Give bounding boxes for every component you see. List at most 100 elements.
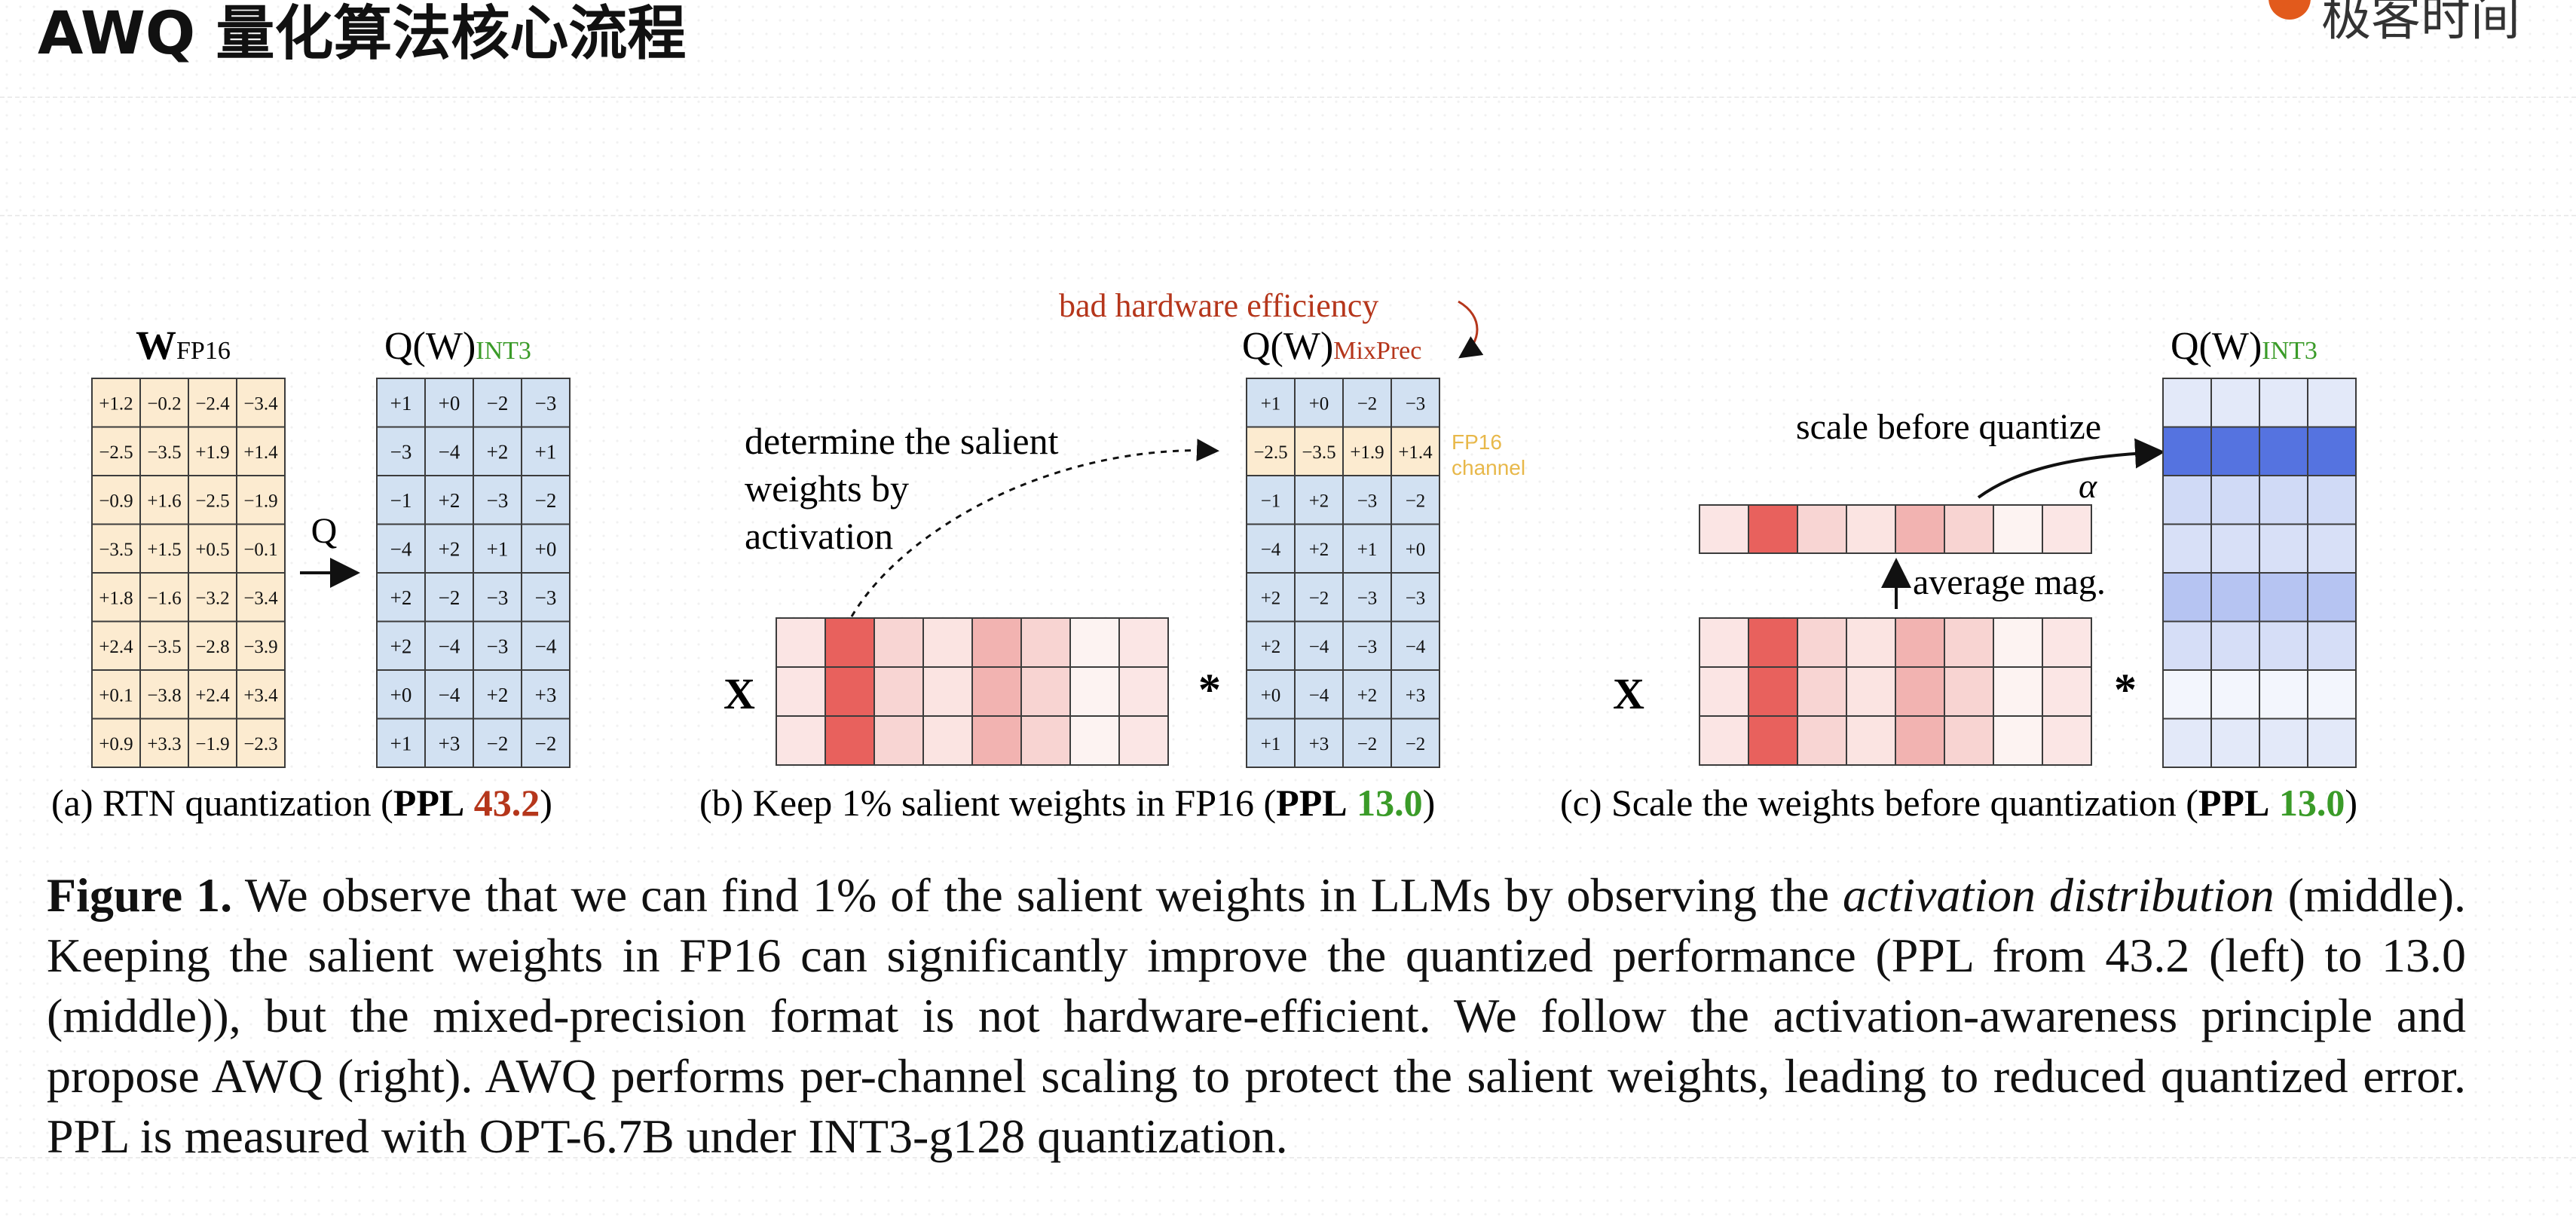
q-mixprec-value: −2 [1406,491,1426,511]
q-mixprec-value: −3 [1357,491,1378,511]
background-line [0,96,2576,98]
activation-c-cell [1993,617,2043,668]
scaled-weight-cell [2162,718,2212,768]
q-mixprec-value: +3 [1406,685,1426,705]
activation-b-cell [1020,666,1071,717]
w-fp16-value: +1.9 [195,442,229,463]
q-mixprec-value: +0 [1261,685,1281,705]
scaled-weight-cell [2307,475,2357,525]
w-fp16-value: −2.4 [195,393,230,414]
x-label-b: X [724,669,755,718]
q-mixprec-cell [1342,378,1392,428]
scaled-weight-cell [2210,620,2260,671]
activation-b-cell [776,666,826,717]
q-int3-value: −3 [390,440,412,463]
q-mixprec-value: −3 [1357,588,1378,608]
fp16-channel-label-line2: channel [1452,456,1525,479]
scaled-weight-cell [2210,523,2260,574]
logo: 极客时间 [2269,0,2520,47]
avg-mag-cell [1895,504,1945,554]
q-int3-cell [521,620,571,671]
scaled-weight-cell [2307,426,2357,476]
q-int3-value: +3 [439,732,460,754]
q-mixprec-value: +1 [1357,540,1378,560]
scaled-weight-cell [2259,523,2308,574]
avg-mag-cell [1944,504,1994,554]
q-int3-cell [424,475,474,525]
activation-c-cell [1944,666,1994,717]
q-int3-value: +2 [390,586,412,609]
q-mixprec-cell [1246,426,1296,476]
q-mixprec-value: +1 [1261,393,1281,414]
w-fp16-cell [91,718,141,768]
activation-b-cell [1069,617,1120,668]
w-fp16-value: −3.9 [243,637,277,657]
avg-mag-cell [1748,504,1798,554]
activation-c-cell [1846,715,1896,766]
q-mixprec-value: −2 [1309,588,1329,608]
q-int3-cell [376,475,426,525]
q-int3-value: −4 [390,537,412,560]
q-int3-value: −3 [487,586,509,609]
w-fp16-cell [236,718,286,768]
w-fp16-cell [188,426,237,476]
q-int3-value: −2 [535,489,557,512]
figure-text-italic: activation distribution [1843,868,2275,922]
q-mixprec-cell [1246,620,1296,671]
activation-c-cell [1797,715,1847,766]
scaled-weight-cell [2259,378,2308,428]
activation-b-cell [873,715,924,766]
q-int3-value: −4 [535,635,557,657]
q-int3-cell [376,426,426,476]
x-label-c: X [1613,669,1644,718]
q-int3-cell [424,523,474,574]
q-mixprec-cell [1294,572,1344,623]
w-fp16-value: −3.2 [195,588,229,608]
activation-c-cell [1748,666,1798,717]
q-mixprec-cell [1390,620,1440,671]
scaled-weight-cell [2210,669,2260,720]
activation-c-cell [2042,715,2092,766]
scaled-weight-cell [2162,572,2212,623]
figure-label: Figure 1. [47,868,233,922]
salient-label-line3: activation [745,515,893,557]
average-magnitude-row [1699,504,2092,554]
q-int3-value: +2 [487,684,509,706]
w-fp16-label: WFP16 [136,323,231,368]
q-int3-value: +2 [487,440,509,463]
q-mixprec-cell [1246,523,1296,574]
caption-b: (b) Keep 1% salient weights in FP16 (PPL… [699,782,1435,824]
panel-a: WFP16 +1.2−0.2−2.4−3.4−2.5−3.5+1.9+1.4−0… [91,323,571,768]
w-fp16-value: +3.3 [147,734,181,754]
avg-mag-cell [1699,504,1749,554]
avg-mag-cell [1993,504,2043,554]
scaled-weight-cell [2162,426,2212,476]
activation-c-cell [1993,666,2043,717]
w-fp16-value: −1.9 [243,491,277,511]
activation-matrix-c [1699,617,2092,766]
w-fp16-value: −3.8 [147,685,181,705]
scaled-weight-cell [2162,475,2212,525]
q-mixprec-value: −4 [1261,540,1281,560]
w-fp16-value: +2.4 [99,637,133,657]
q-mixprec-value: −2 [1406,734,1426,754]
activation-b-cell [1020,617,1071,668]
scale-arrow-icon [1977,438,2165,499]
w-fp16-value: −3.4 [243,588,278,608]
activation-b-cell [873,617,924,668]
q-mixprec-value: −2 [1357,734,1378,754]
average-mag-label: average mag. [1913,562,2106,602]
q-arrow-label: Q [311,511,338,551]
activation-c-cell [2042,617,2092,668]
activation-b-cell [1069,666,1120,717]
q-int3-value: −4 [439,635,460,657]
q-int3-value: +0 [535,537,557,560]
scaled-weight-cell [2259,620,2308,671]
q-mixprec-cell [1246,475,1296,525]
scaled-weight-cell [2259,669,2308,720]
w-fp16-value: −3.5 [99,540,133,560]
w-fp16-value: +0.5 [195,540,229,560]
w-fp16-cell [236,475,286,525]
q-int3-value: −1 [390,489,412,512]
